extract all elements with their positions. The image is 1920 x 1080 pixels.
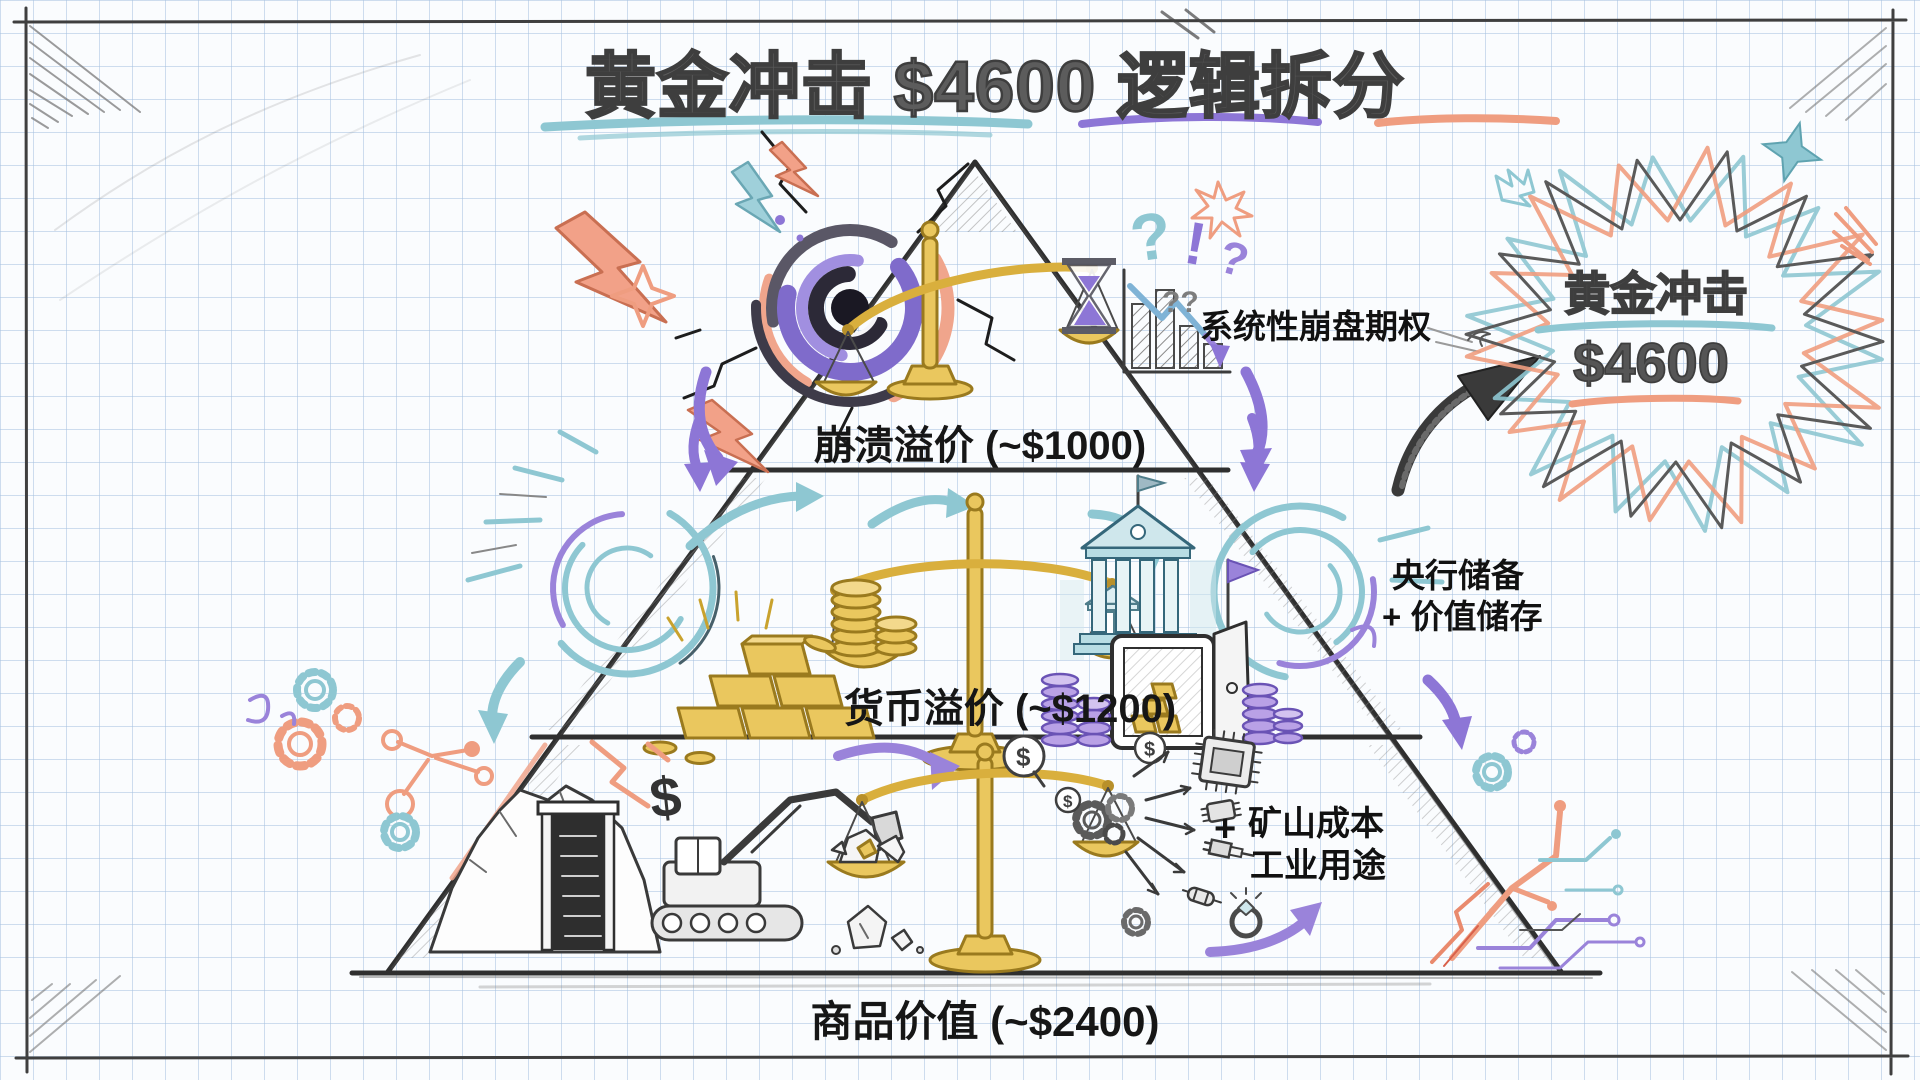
red-crack: [1443, 925, 1479, 967]
vault-gold-bars: [1130, 682, 1182, 734]
gold-coins-icon: [803, 578, 918, 658]
purple-coins-icon: [1040, 672, 1304, 748]
teal-rays: [465, 429, 1445, 648]
tier1-label: 崩溃溢价 (~$1000): [813, 424, 1147, 468]
gear-orange-left-icon: [273, 703, 362, 771]
svg-text:$: $: [1144, 739, 1155, 761]
burst-underline-orange: [1568, 394, 1742, 408]
circuit-traces-icon: [1449, 800, 1646, 970]
ripple-left-icon: [533, 494, 721, 682]
tier2-label: 货币溢价 (~$1200): [843, 687, 1177, 731]
svg-text:??: ??: [1162, 286, 1199, 319]
gear-teal-left-icon: [293, 668, 337, 712]
page-title: 黄金冲击 $4600 逻辑拆分: [584, 47, 1405, 129]
big-arrow-icon: [1391, 331, 1541, 497]
annotation-central-bank-line1: 央行储备: [1392, 557, 1524, 594]
down-arrowhead: [1210, 344, 1230, 368]
declining-bar-chart-icon: [1122, 268, 1232, 374]
balance-scale-tier1-icon: [814, 220, 1120, 401]
purple-dot: [796, 234, 804, 242]
svg-text:!: !: [1180, 209, 1211, 278]
lightning-bolt-orange-lower-icon: [686, 398, 770, 474]
purple-arrow-bottom-up: [1205, 902, 1322, 957]
corner-hatch-bottom-right: [1791, 969, 1887, 1051]
fan-arrows: [1124, 750, 1196, 896]
spark-star-icon: [610, 264, 676, 328]
burst-underline-teal: [1534, 320, 1776, 334]
molecule-icon: [381, 729, 494, 819]
lightning-bolt-orange-small-icon: [768, 140, 820, 198]
ring-icon: [1229, 887, 1263, 939]
gear-small-bottom-icon: [1121, 907, 1151, 937]
vault-icon: [1110, 620, 1252, 754]
gear-teal-right-icon: [1472, 729, 1537, 792]
lightning-bolt-teal-icon: [730, 160, 782, 234]
tier3-label: 商品价值 (~$2400): [810, 998, 1160, 1045]
corner-hatch-top-right: [1789, 27, 1887, 121]
orange-crack: [1430, 882, 1490, 964]
purple-flag: [1227, 558, 1261, 584]
corner-hatch-top-left: [29, 25, 141, 129]
gear-teal-mine-icon: [380, 812, 420, 852]
motion-lines: [1427, 327, 1481, 353]
annotation-mining-plus: +: [1214, 808, 1237, 850]
capacitor-icon: [1181, 886, 1222, 907]
orange-burst-icon: [1190, 180, 1254, 240]
corner-hatch-bottom-left: [29, 975, 121, 1053]
gears-on-pan: [1072, 793, 1135, 846]
dollar-zigzag-icon: $: [589, 739, 685, 830]
orange-crosshatch-icon: [1832, 206, 1878, 266]
purple-curls: [246, 693, 297, 726]
teal-scribble-star-icon: [1494, 168, 1536, 208]
dollar-sign: $: [647, 764, 685, 830]
annotation-systemic-crash: 系统性崩盘期权: [1200, 308, 1431, 345]
purple-arrow-tier2-exit-right: [1422, 674, 1472, 750]
svg-text:?: ?: [1126, 197, 1176, 276]
chip-small-icon: [1200, 799, 1242, 823]
plug-icon: [1202, 838, 1255, 860]
mine-icon: [428, 784, 662, 954]
purple-arrow-tier2-right: [1240, 413, 1270, 492]
ore-rocks: [830, 828, 906, 864]
page-frame: [12, 6, 1910, 1076]
burst-title-line2: $4600: [1572, 330, 1730, 395]
svg-text:?: ?: [1213, 230, 1254, 288]
svg-text:$: $: [1016, 742, 1031, 772]
chip-icon: [1191, 728, 1263, 795]
teal-star-icon: [1760, 120, 1824, 184]
burst-title-line1: 黄金冲击: [1563, 267, 1749, 321]
purple-dot: [775, 215, 785, 225]
hourglass-icon: [1062, 258, 1116, 334]
lightning-bolt-orange-large-icon: [554, 210, 668, 324]
annotation-mining-line2: 工业用途: [1250, 847, 1386, 885]
teal-arrow-tier2-exit-left: [478, 657, 525, 744]
annotation-central-bank-line2: + 价值储存: [1382, 598, 1543, 635]
starburst-icon: [1445, 127, 1904, 550]
annotation-mining-line1: 矿山成本: [1248, 805, 1384, 843]
rocks-icon: [831, 904, 924, 955]
balance-scale-tier3-icon: [826, 742, 1140, 974]
purple-arrow-tier2-left: [684, 413, 714, 492]
sparkle-rays: [666, 590, 774, 642]
svg-text:$: $: [1063, 792, 1073, 811]
title-underlines: [540, 112, 1560, 141]
excavator-icon: [650, 788, 904, 942]
